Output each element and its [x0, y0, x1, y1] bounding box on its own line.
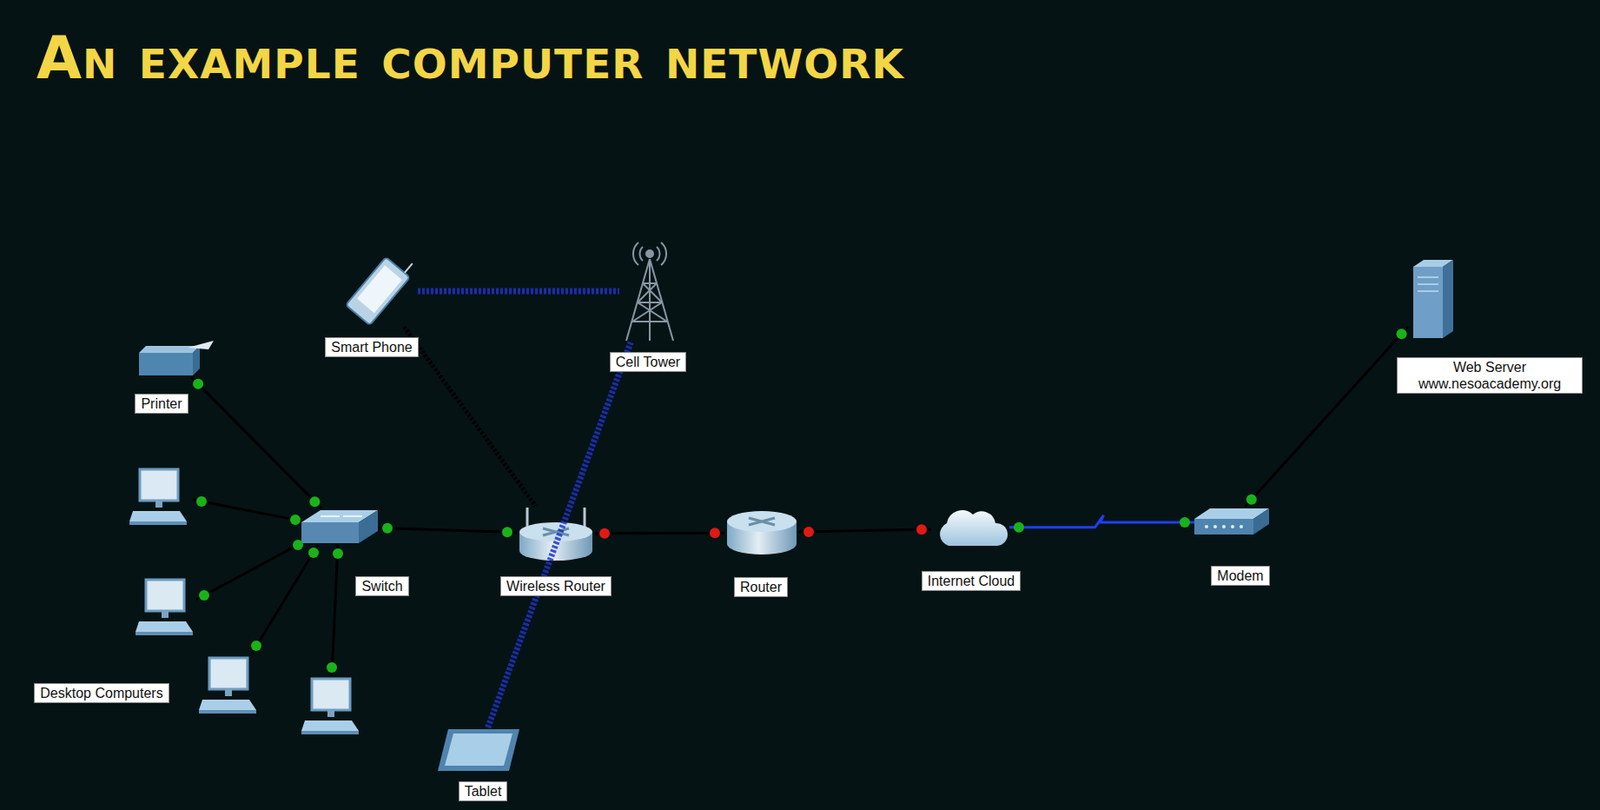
port-dot — [916, 523, 927, 535]
port-dot — [599, 528, 610, 539]
desktop-computer-icon — [301, 678, 359, 734]
network-link — [1244, 326, 1409, 507]
printer-node: Printer — [132, 340, 215, 377]
port-dot — [502, 526, 513, 537]
router-icon — [727, 510, 797, 555]
web-server-node: Web Server www.nesoacademy.org — [1408, 257, 1459, 340]
modem-icon — [1194, 508, 1270, 535]
device-label: Router — [733, 576, 788, 597]
port-dot — [709, 527, 721, 538]
port-dot — [382, 522, 393, 534]
tablet-icon — [437, 728, 520, 771]
port-dot — [1013, 522, 1025, 533]
switch-icon — [301, 509, 378, 543]
device-label: Modem — [1210, 565, 1270, 586]
desktop-computer-icon — [129, 469, 187, 525]
device-label: Internet Cloud — [921, 570, 1022, 591]
device-label: Cell Tower — [609, 351, 687, 372]
wireless-link — [488, 342, 631, 728]
switch-node: Switch — [301, 508, 378, 545]
port-dot — [309, 495, 320, 507]
page-title: An example computer network — [36, 26, 905, 91]
internet-cloud-node: Internet Cloud — [931, 505, 1010, 551]
smart-phone-icon — [345, 247, 418, 325]
device-label: Printer — [134, 393, 188, 414]
network-link — [377, 527, 517, 532]
cell-tower-icon — [626, 242, 674, 341]
device-label: Switch — [355, 575, 409, 596]
port-dot — [1179, 516, 1191, 528]
printer-icon — [138, 340, 214, 376]
wireless-link — [403, 326, 536, 506]
device-label: Web Server www.nesoacademy.org — [1396, 357, 1583, 394]
internet-cloud-icon — [939, 509, 1008, 546]
network-link — [191, 376, 322, 509]
group-label: Desktop Computers — [33, 682, 169, 703]
serial-link — [1009, 515, 1195, 528]
port-dot — [803, 526, 814, 537]
wireless-router-node: Wireless Router — [516, 505, 596, 562]
device-label: Wireless Router — [500, 575, 612, 596]
cell-tower-node: Cell Tower — [619, 239, 681, 343]
tablet-node: Tablet — [436, 727, 523, 773]
network-link — [799, 528, 932, 532]
port-dot — [192, 378, 204, 390]
desktop-computer-icon — [198, 657, 257, 714]
network-link — [595, 531, 725, 536]
device-label: Tablet — [458, 780, 509, 801]
web-server-icon — [1413, 259, 1454, 338]
port-dot — [1246, 494, 1257, 505]
smart-phone-node: Smart Phone — [337, 255, 418, 327]
desktop-computer-icon — [135, 579, 193, 635]
modem-node: Modem — [1194, 506, 1270, 536]
port-dot — [1396, 328, 1408, 339]
wireless-link — [417, 288, 620, 295]
device-label: Smart Phone — [324, 337, 418, 358]
router-node: Router — [724, 509, 800, 556]
port-dots — [196, 495, 344, 673]
